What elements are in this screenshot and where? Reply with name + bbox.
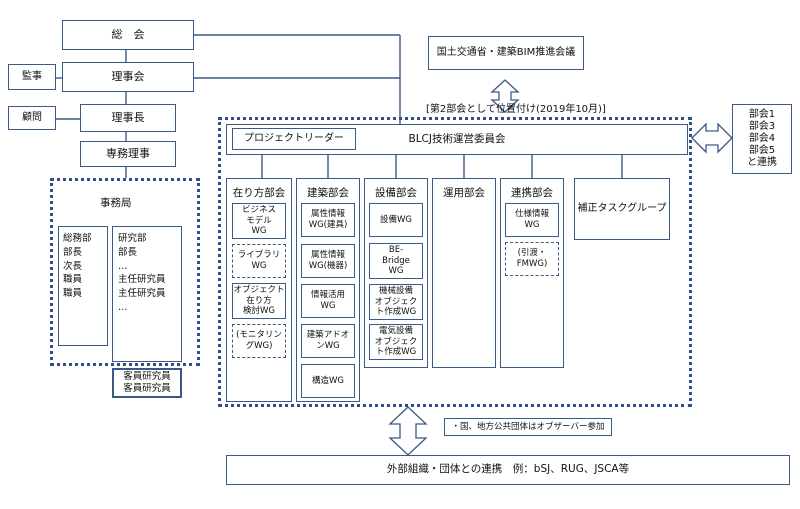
double-arrow-subcommittees (691, 122, 733, 154)
committee-title: BLCJ技術運営委員会 (408, 132, 506, 145)
advisor-box: 顧問 (8, 106, 56, 130)
auditor-box: 監事 (8, 64, 56, 90)
other-subcommittees-box: 部会1 部会3 部会4 部会5 と連携 (732, 104, 792, 174)
wg-handover-fm: (引渡・ FMWG) (505, 242, 559, 276)
division-facilities: 設備部会 (364, 178, 428, 368)
division-architecture: 建築部会 (296, 178, 360, 402)
division-operations: 運用部会 (432, 178, 496, 368)
double-arrow-mlit (490, 79, 520, 113)
research-box: 研究部 部長 … 主任研究員 主任研究員 … (112, 226, 182, 362)
secretariat-frame (50, 178, 200, 366)
division-facilities-title: 設備部会 (375, 187, 417, 199)
wg-library: ライブラリ WG (232, 244, 286, 278)
board-box: 理事会 (62, 62, 194, 92)
chairman-box: 理事長 (80, 104, 176, 132)
observer-note-box: ・国、地方公共団体はオブザーバー参加 (444, 418, 612, 436)
division-arikata-title: 在り方部会 (232, 187, 286, 199)
wg-mechanical-object: 機械設備 オブジェク ト作成WG (369, 284, 423, 320)
division-collaboration: 連携部会 (500, 178, 564, 368)
wg-business-model: ビジネス モデル WG (232, 203, 286, 239)
general-meeting-label: 総 会 (111, 28, 145, 42)
positioning-note: [第2部会として位置付け(2019年10月)] (426, 104, 606, 115)
correction-task-group-box: 補正タスクグループ (574, 178, 670, 240)
mlit-council-box: 国土交通省・建築BIM推進会議 (428, 36, 584, 70)
wg-facilities: 設備WG (369, 203, 423, 237)
division-operations-title: 運用部会 (443, 187, 485, 199)
wg-structure: 構造WG (301, 364, 355, 398)
wg-spec-info: 仕様情報 WG (505, 203, 559, 237)
external-label: 外部組織・団体との連携 例：bSJ、RUG、JSCA等 (386, 463, 630, 476)
wg-electrical-object: 電気設備 オブジェク ト作成WG (369, 324, 423, 360)
wg-object-study: オブジェクト在り方 検討WG (232, 283, 286, 319)
observer-note-label: ・国、地方公共団体はオブザーバー参加 (451, 421, 605, 432)
general-affairs-box: 総務部 部長 次長 職員 職員 (58, 226, 108, 346)
correction-task-group-label: 補正タスクグループ (577, 202, 667, 214)
wg-info-utilization: 情報活用 WG (301, 284, 355, 318)
executive-director-box: 専務理事 (80, 141, 176, 167)
wg-arch-addon: 建築アドオ ンWG (301, 324, 355, 358)
wg-be-bridge: BE- Bridge WG (369, 243, 423, 279)
secretariat-title: 事務局 (100, 197, 132, 209)
project-leader-box: プロジェクトリーダー (232, 128, 356, 150)
board-label: 理事会 (111, 70, 145, 84)
wg-monitoring: (モニタリン グWG) (232, 324, 286, 358)
advisor-label: 顧問 (22, 111, 42, 123)
wg-attr-fittings: 属性情報 WG(建具) (301, 203, 355, 237)
division-arikata: 在り方部会 (226, 178, 292, 402)
committee-frame (218, 117, 692, 407)
executive-director-label: 専務理事 (106, 147, 150, 161)
wg-attr-equipment: 属性情報 WG(機器) (301, 244, 355, 278)
external-box: 外部組織・団体との連携 例：bSJ、RUG、JSCA等 (226, 455, 790, 485)
project-leader-label: プロジェクトリーダー (244, 132, 344, 144)
auditor-label: 監事 (22, 70, 42, 82)
general-meeting-box: 総 会 (62, 20, 194, 50)
double-arrow-external (388, 406, 428, 456)
visiting-researcher-box: 客員研究員 客員研究員 (112, 368, 182, 398)
division-collaboration-title: 連携部会 (511, 187, 553, 199)
mlit-council-label: 国土交通省・建築BIM推進会議 (436, 46, 576, 58)
division-architecture-title: 建築部会 (307, 187, 349, 199)
chairman-label: 理事長 (111, 111, 145, 125)
